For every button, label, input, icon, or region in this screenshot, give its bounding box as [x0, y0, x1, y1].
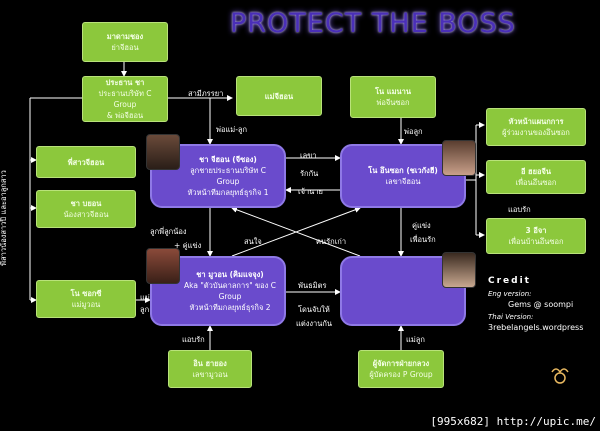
rel-mother-son: แม่ — [140, 293, 150, 302]
rel-spouse: สามีภรรยา — [188, 89, 224, 98]
jihon-photo — [146, 134, 180, 170]
box-jihon-sister: พี่สาวจีฮอน — [36, 146, 136, 178]
rel-love-friend: แอบรัก — [508, 205, 531, 214]
rel-father-son: พ่อแม่-ลูก — [216, 125, 248, 134]
box-noh-boss: โน แมนาน พ่อจีนซอก — [350, 76, 436, 118]
box-friend-3: 3 อีจา เพื่อนบ้านอึนซอก — [486, 218, 586, 254]
rel-rival2: คู่แข่ง — [412, 221, 431, 230]
credit-thai-name: 3rebelangels.wordpress — [488, 323, 584, 332]
rel-boss: เจ้านาย — [298, 187, 323, 196]
box-noh-aunt: โน ซอกซี แม่มูวอน — [36, 280, 136, 318]
rel-mother-son2: ลูก — [140, 305, 150, 314]
person-eunseok: โน อึนซอก (ชเวกังฮี) เลขาจีฮอน — [340, 144, 466, 208]
credit-eng-label: Eng version: — [488, 290, 532, 298]
credit-title: Credit — [488, 276, 531, 286]
rel-forced: โดนจับให้ — [298, 305, 330, 314]
credit-block: Credit Eng version: Gems @ soompi Thai V… — [488, 276, 598, 332]
rel-love: รักกัน — [300, 169, 319, 178]
box-president: ประธาน ชา ประธานบริษัท C Group & พ่อจีฮอ… — [82, 76, 168, 122]
credit-eng-name: Gems @ soompi — [508, 300, 574, 309]
rel-father-daughter: พ่อลูก — [404, 127, 423, 136]
rel-cousins: ลูกพี่ลูกน้อง — [150, 227, 187, 236]
angel-logo-icon — [551, 368, 569, 384]
eunseok-photo — [442, 140, 476, 176]
rel-interest: สนใจ — [244, 237, 262, 246]
box-secretary-head: หัวหน้าแผนกการ ผู้ร่วมงานของอึนซอก — [486, 108, 586, 146]
rel-rival3: เพื่อนรัก — [410, 235, 436, 244]
rel-secretary: เลขา — [300, 151, 317, 160]
rel-rival: + คู่แข่ง — [174, 241, 202, 250]
box-friend-lee: อี ฮยอจีน เพื่อนอึนซอก — [486, 160, 586, 194]
box-cha-cousin: ชา บยอน น้องสาวจีฮอน — [36, 190, 136, 228]
rel-old-love: คนรักเก่า — [316, 237, 347, 246]
rel-alliance: พันธมิตร — [298, 281, 327, 290]
box-mother: มาดามชอง ย่าจีฮอน — [82, 22, 168, 62]
page-title: PROTECT THE BOSS — [230, 8, 516, 39]
box-sang-ahjussi: อิน ฮายอง เลขามูวอน — [168, 350, 252, 388]
box-jihon-mom: แม่จีฮอน — [236, 76, 322, 116]
mooyoung-photo — [146, 248, 180, 284]
person-naeyun — [340, 256, 466, 326]
naeyun-photo — [442, 252, 476, 288]
rel-naman-sub: แม่ลูก — [406, 335, 425, 344]
credit-thai-label: Thai Version: — [488, 313, 534, 321]
rel-love-cha: แอบรัก — [182, 335, 205, 344]
box-p-group-sec: ผู้จัดการฝ่ายกลวง ผู้บัดครอง P Group — [358, 350, 444, 388]
watermark: [995x682] http://upic.me/ — [430, 415, 596, 428]
rel-marry: แต่งงานกัน — [296, 319, 333, 328]
rel-side: พี่สาวน้องสาวปี และอาลูกสาว — [0, 170, 8, 266]
